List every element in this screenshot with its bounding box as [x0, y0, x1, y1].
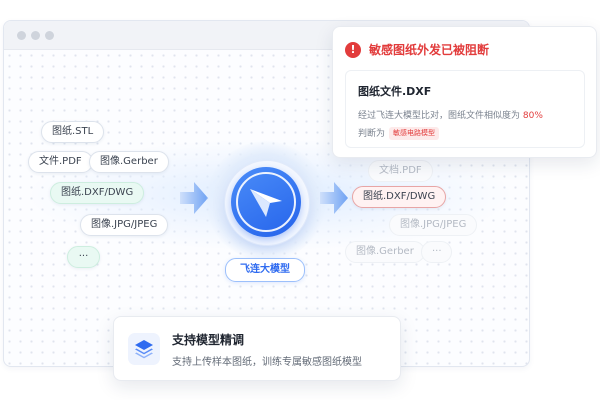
sensitive-tag: 敏感电路模型 [389, 127, 440, 140]
feature-subtitle: 支持上传样本图纸，训练专属敏感图纸模型 [172, 357, 362, 368]
paper-plane-icon [250, 189, 282, 217]
alert-icon: ! [345, 42, 361, 58]
alert-title: 敏感图纸外发已被阻断 [369, 43, 490, 57]
block-alert-card: ! 敏感图纸外发已被阻断 图纸文件.DXF 经过飞连大模型比对，图纸文件相似度为… [332, 26, 597, 158]
input-file-chip: 图像.Gerber [89, 151, 169, 173]
layers-icon-frame [128, 333, 160, 365]
file-name: 图纸文件.DXF [358, 85, 432, 98]
blocked-file-chip: 图纸.DXF/DWG [352, 186, 447, 208]
model-logo-ring [236, 172, 296, 232]
output-file-chip: 文档.PDF [368, 160, 433, 182]
input-file-chip: 图像.JPG/JPEG [80, 214, 169, 236]
input-file-chip: 图纸.DXF/DWG [50, 182, 145, 204]
alert-detail: 图纸文件.DXF 经过飞连大模型比对，图纸文件相似度为 80% 判断为敏感电路模… [345, 70, 585, 148]
more-files-chip: ··· [421, 241, 452, 263]
input-file-chip: 文件.PDF [28, 151, 93, 173]
similarity-line: 经过飞连大模型比对，图纸文件相似度为 80% [358, 108, 543, 121]
similarity-text: 经过飞连大模型比对，图纸文件相似度为 [358, 111, 523, 121]
input-file-chip: 图纸.STL [41, 121, 105, 143]
arrow-right-icon [180, 182, 208, 214]
judgement-text: 判断为 [358, 129, 386, 139]
window-dot-icon [31, 31, 40, 40]
window-dot-icon [45, 31, 54, 40]
feature-card: 支持模型精调 支持上传样本图纸，训练专属敏感图纸模型 [113, 316, 401, 381]
layers-icon [135, 340, 153, 359]
window-dot-icon [17, 31, 26, 40]
more-files-chip: ··· [67, 246, 100, 268]
model-label: 飞连大模型 [225, 258, 305, 282]
similarity-value: 80% [522, 111, 543, 121]
feature-title: 支持模型精调 [172, 333, 245, 347]
output-file-chip: 图像.Gerber [345, 241, 425, 263]
judgement-line: 判断为敏感电路模型 [358, 126, 440, 140]
arrow-right-icon [320, 182, 348, 214]
output-file-chip: 图像.JPG/JPEG [389, 214, 478, 236]
